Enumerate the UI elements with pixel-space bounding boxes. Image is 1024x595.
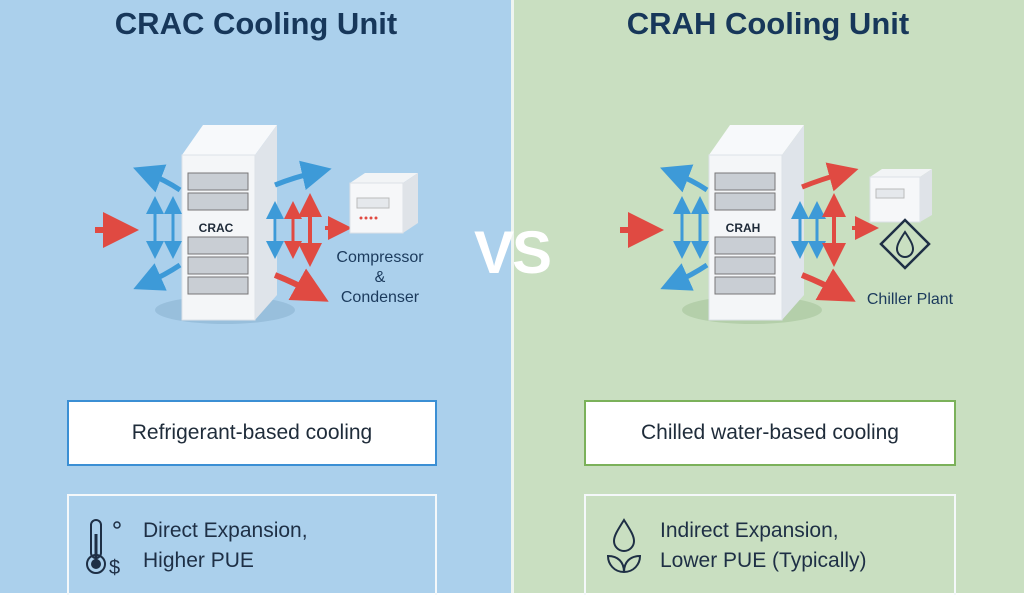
crah-unit-label: CRAH: [726, 221, 761, 235]
crah-title: CRAH Cooling Unit: [626, 6, 910, 41]
thermometer-dollar-icon: $: [86, 518, 121, 576]
server-cabinet: CRAC: [155, 125, 295, 324]
detail-line: Higher PUE: [143, 548, 254, 572]
crac-detail-box: $ Direct Expansion, Higher PUE: [67, 494, 437, 595]
svg-text:$: $: [109, 557, 120, 576]
crac-cooling-type-box: Refrigerant-based cooling: [67, 400, 437, 466]
crac-illustration: CRAC: [95, 125, 418, 324]
detail-line: Indirect Expansion,: [660, 518, 839, 542]
crah-illustration: CRAH: [620, 125, 932, 324]
compressor-condenser-label: Compressor & Condenser: [320, 248, 440, 308]
server-cabinet: CRAH: [682, 125, 822, 324]
detail-line: Lower PUE (Typically): [660, 548, 867, 572]
label-line: &: [374, 269, 386, 286]
cool-air-arrow: [133, 164, 182, 193]
crah-detail-text: Indirect Expansion, Lower PUE (Typically…: [660, 516, 867, 576]
chiller-unit-icon: [869, 169, 932, 223]
crac-detail-text: Direct Expansion, Higher PUE: [143, 516, 308, 576]
compressor-unit-icon: [349, 173, 418, 234]
crac-unit-label: CRAC: [199, 221, 234, 235]
cool-air-arrow: [133, 262, 182, 291]
water-drop-diamond-icon: [879, 218, 931, 270]
chiller-plant-label: Chiller Plant: [866, 291, 954, 308]
label-line: Condenser: [340, 289, 420, 306]
vs-label: VS: [473, 219, 552, 286]
panel-divider: [511, 0, 514, 593]
crac-title: CRAC Cooling Unit: [114, 6, 398, 41]
crah-cooling-type-box: Chilled water-based cooling: [584, 400, 956, 466]
label-line: Compressor: [336, 249, 424, 266]
crah-detail-box: Indirect Expansion, Lower PUE (Typically…: [584, 494, 956, 595]
crac-panel: CRAC Cooling Unit CRAC: [0, 0, 512, 595]
crah-panel: CRAH Cooling Unit CRAH: [512, 0, 1024, 595]
water-drop-leaf-icon: [606, 517, 642, 573]
detail-line: Direct Expansion,: [143, 518, 308, 542]
